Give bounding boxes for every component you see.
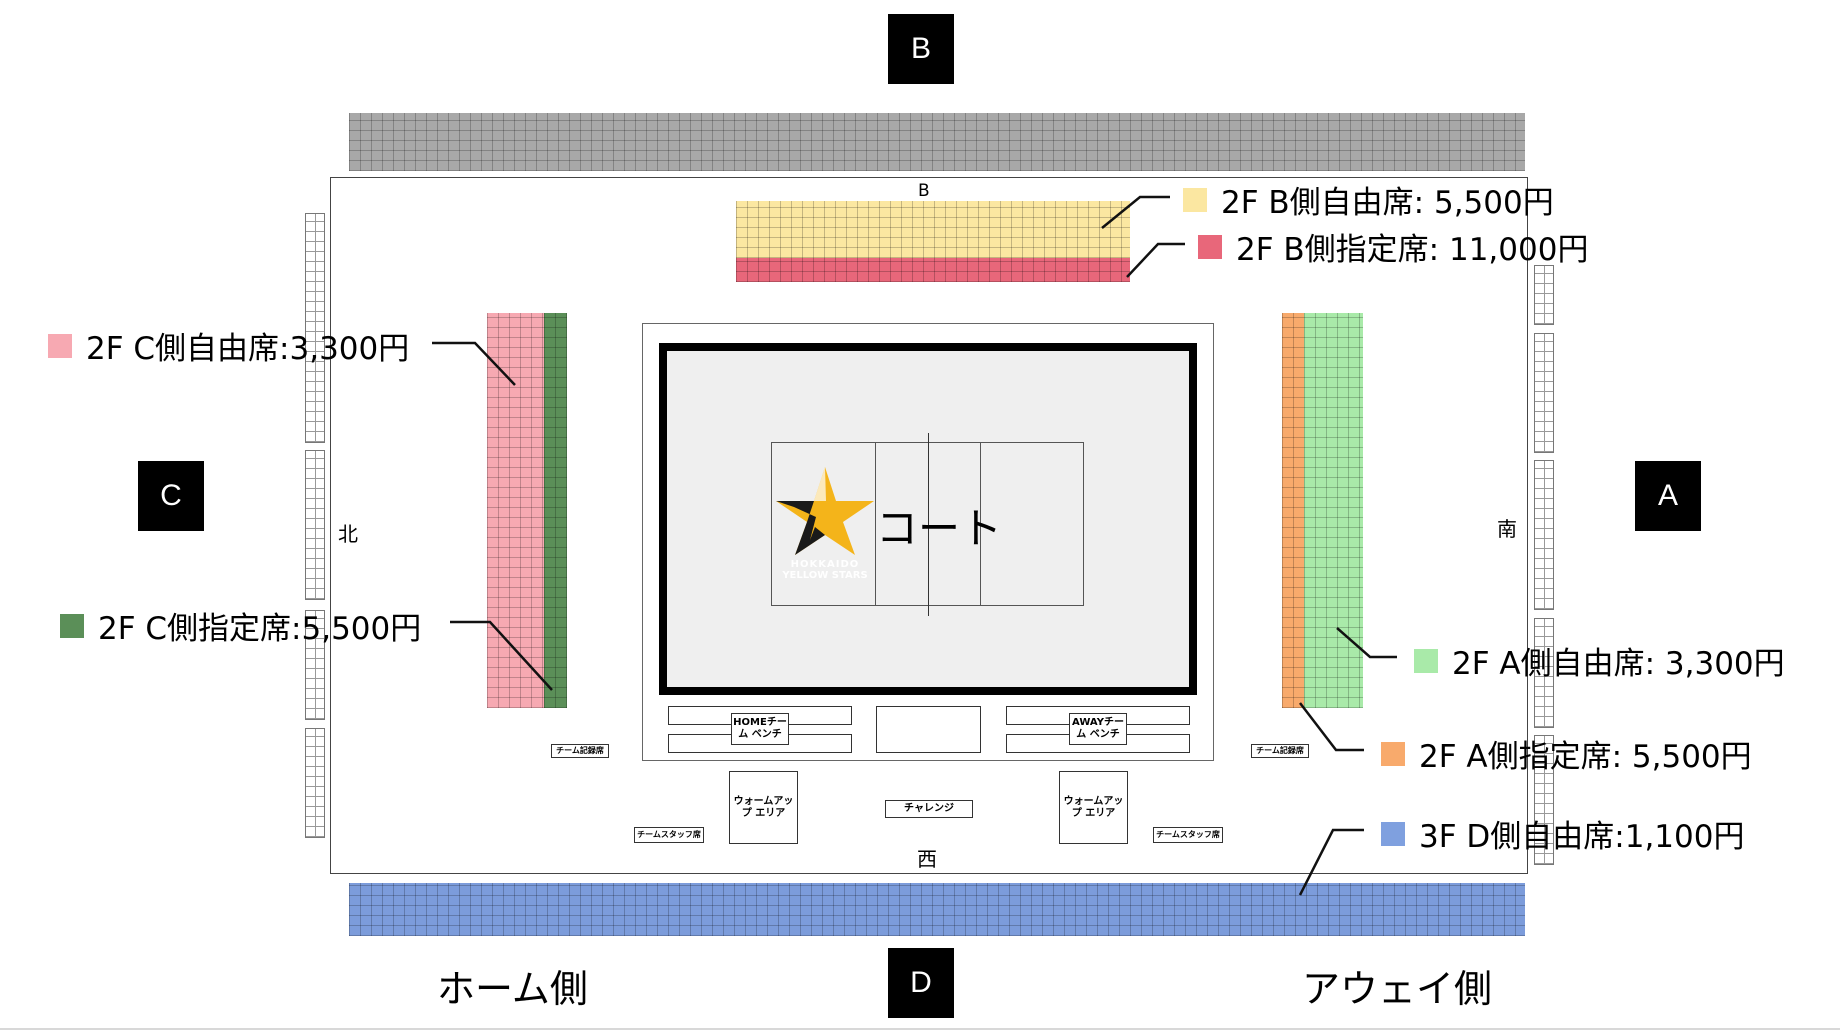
b-gallery-seats [349,113,1525,171]
court-lines [771,442,1084,606]
warmup-area-left: ウォームアップ エリア [729,771,798,844]
logo-text-2: YELLOW STARS [782,570,868,581]
section-b-label: B [888,14,954,84]
court-label: コート [876,504,1003,553]
compass-west: 西 [917,847,937,871]
legend-c-reserved-swatch [60,613,84,638]
a-wall-seats-5 [1534,735,1554,865]
home-bench-area: HOMEチーム ベンチ [668,706,852,753]
net-line [928,433,929,616]
legend-b-reserved-label: 2F B側指定席: 11,000円 [1236,232,1589,268]
staff-seat-right: チームスタッフ席 [1153,827,1223,843]
legend-c-free: 2F C側自由席:3,300円 [48,323,409,368]
compass-south: 南 [1497,517,1517,541]
team-record-left: チーム記録席 [551,744,609,758]
attack-line-right [980,442,981,606]
legend-d-free-label: 3F D側自由席:1,100円 [1419,819,1745,855]
section-d-label: D [888,948,954,1018]
legend-a-free-swatch [1414,648,1438,673]
legend-d-free-swatch [1381,821,1405,846]
legend-a-free-label: 2F A側自由席: 3,300円 [1452,646,1785,682]
legend-b-reserved-swatch [1198,234,1222,259]
logo-text-1: HOKKAIDO [790,559,860,570]
legend-b-free-label: 2F B側自由席: 5,500円 [1221,185,1554,221]
center-table [876,706,981,753]
a-wall-seats-3 [1534,460,1554,610]
legend-a-free: 2F A側自由席: 3,300円 [1414,638,1785,683]
a-reserved-seats [1282,313,1304,708]
legend-c-free-label: 2F C側自由席:3,300円 [86,331,410,367]
b-free-seats [736,201,1130,258]
yellow-stars-logo: HOKKAIDO YELLOW STARS [770,465,880,600]
staff-seat-left: チームスタッフ席 [634,827,704,843]
legend-c-free-swatch [48,333,72,358]
legend-c-reserved-label: 2F C側指定席:5,500円 [98,611,422,647]
section-a-label: A [1635,461,1701,531]
away-bench-label: AWAYチーム ベンチ [1069,713,1127,745]
home-bench-label: HOMEチーム ベンチ [731,713,789,745]
bottom-divider [0,1028,1840,1030]
a-wall-seats-2 [1534,333,1554,453]
warmup-area-right: ウォームアップ エリア [1059,771,1128,844]
c-wall-seats-1 [305,213,325,443]
legend-a-reserved-label: 2F A側指定席: 5,500円 [1419,739,1752,775]
section-c-label: C [138,461,204,531]
a-free-seats [1304,313,1363,708]
arena-outline [330,177,1528,874]
c-wall-seats-4 [305,728,325,838]
legend-a-reserved-swatch [1381,741,1405,766]
away-bench-area: AWAYチーム ベンチ [1006,706,1190,753]
a-wall-seats-1 [1534,265,1554,325]
c-wall-seats-3 [305,610,325,720]
away-side-label: アウェイ側 [1302,967,1493,1011]
legend-b-reserved: 2F B側指定席: 11,000円 [1198,224,1588,269]
legend-a-reserved: 2F A側指定席: 5,500円 [1381,731,1752,776]
a-wall-seats-4 [1534,618,1554,728]
c-wall-seats-2 [305,450,325,600]
c-free-seats [487,313,544,708]
c-reserved-seats [544,313,567,708]
challenge-area: チャレンジ [885,800,973,818]
legend-d-free: 3F D側自由席:1,100円 [1381,811,1744,856]
b-reserved-seats [736,258,1130,282]
d-gallery-seats [349,883,1525,936]
inner-b-label: B [918,181,930,201]
team-record-right: チーム記録席 [1251,744,1309,758]
star-logo-icon [776,467,874,555]
attack-line-left [875,442,876,606]
legend-b-free-swatch [1183,187,1207,212]
legend-c-reserved: 2F C側指定席:5,500円 [60,603,421,648]
legend-b-free: 2F B側自由席: 5,500円 [1183,177,1554,222]
compass-north: 北 [338,522,358,546]
home-side-label: ホーム側 [437,967,588,1011]
